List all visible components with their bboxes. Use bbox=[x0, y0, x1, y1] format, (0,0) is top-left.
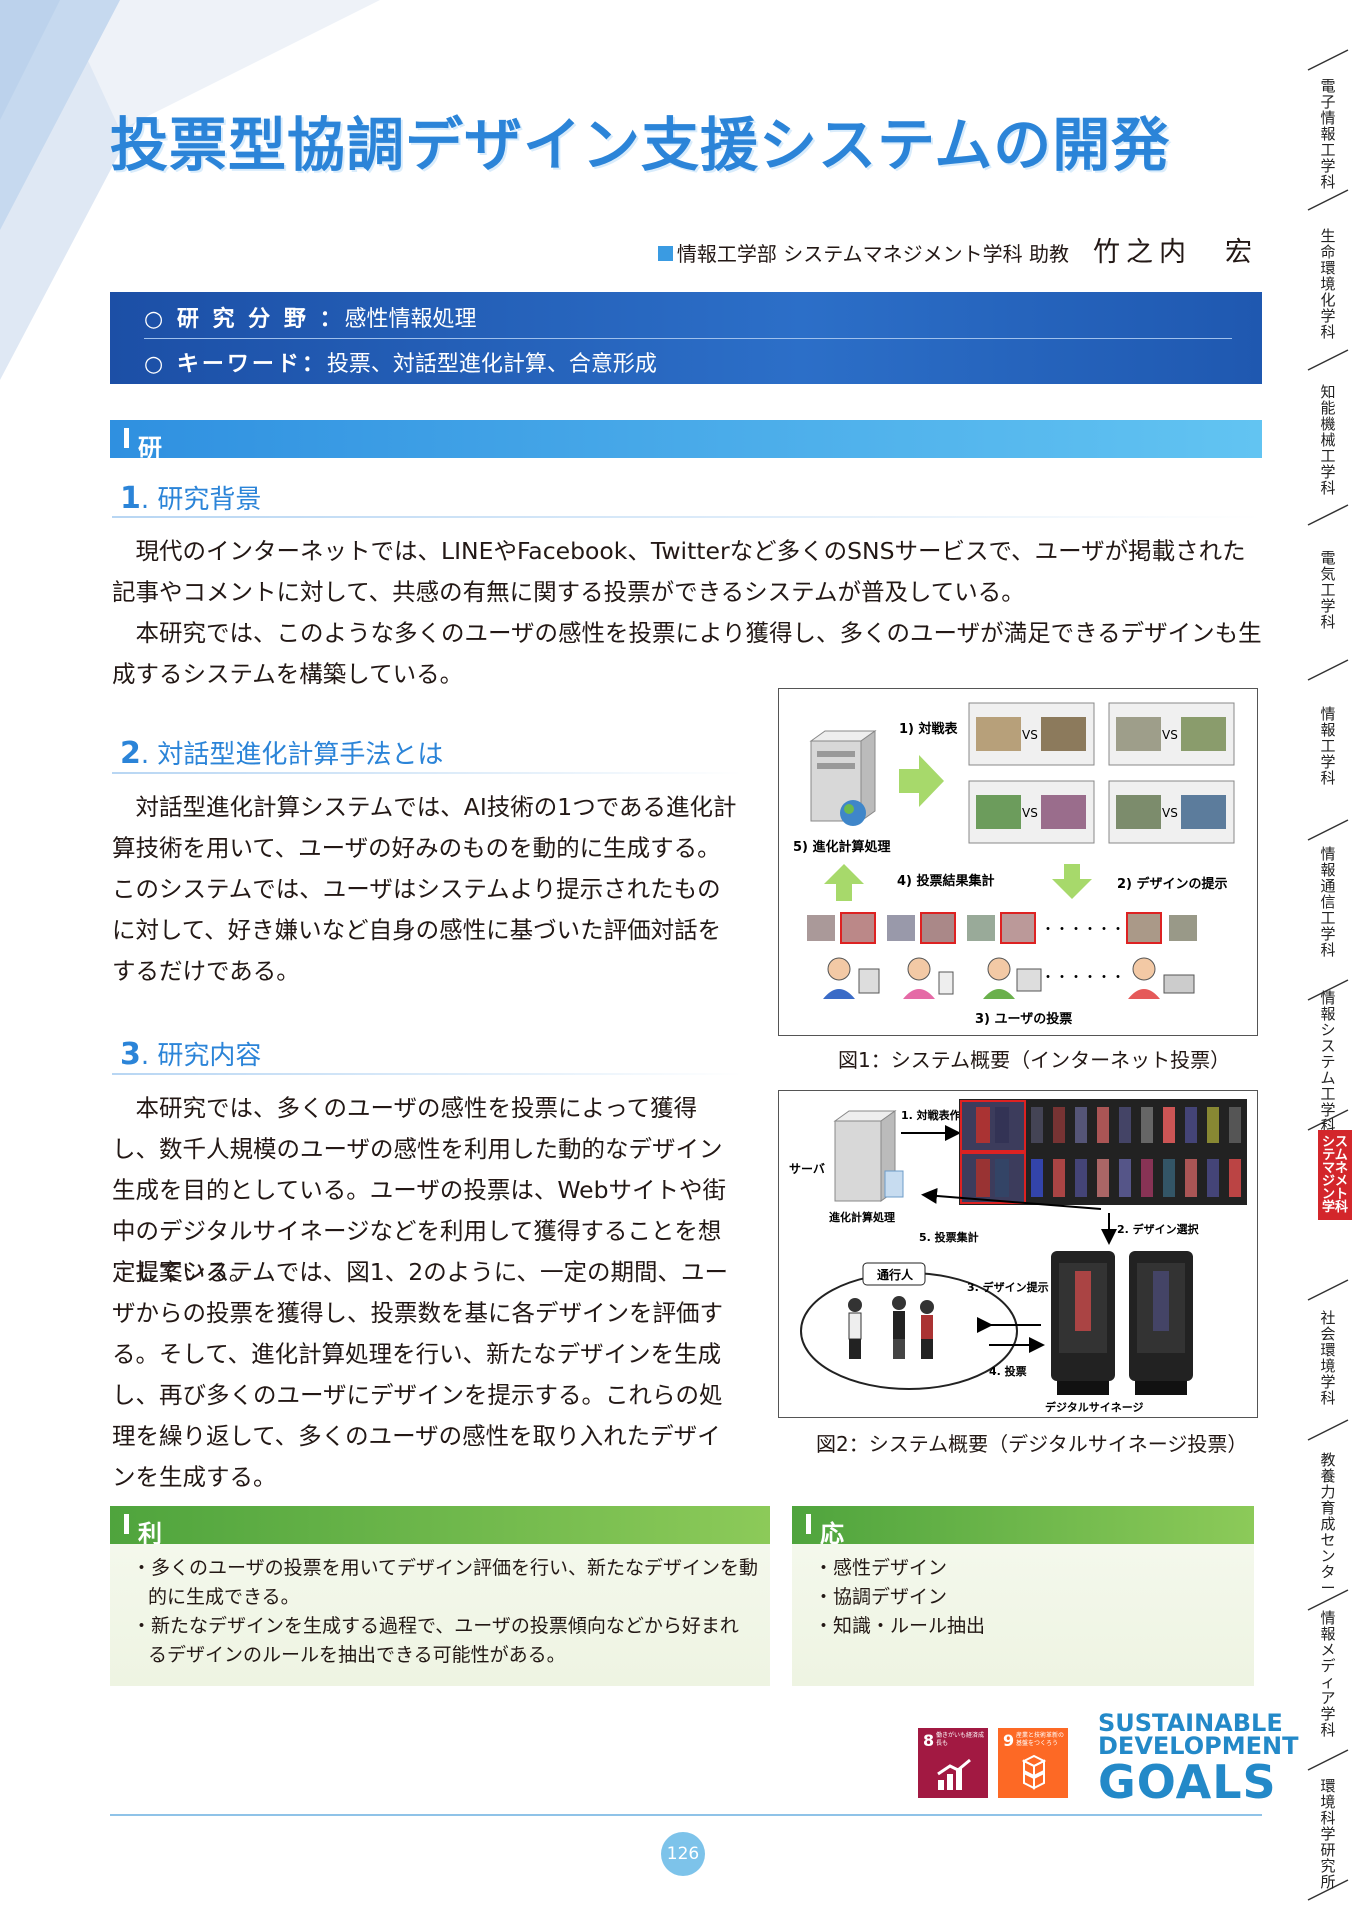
svg-text:VS: VS bbox=[1022, 806, 1038, 820]
svg-text:・・・・・・: ・・・・・・ bbox=[1041, 970, 1125, 986]
svg-text:3) ユーザの投票: 3) ユーザの投票 bbox=[975, 1011, 1072, 1027]
advantages-box: ・多くのユーザの投票を用いてデザイン評価を行い、新たなデザインを動 的に生成でき… bbox=[110, 1544, 770, 1686]
section-1-para-1: 現代のインターネットでは、LINEやFacebook、Twitterなど多くのS… bbox=[112, 537, 1246, 606]
application-item: ・感性デザイン bbox=[814, 1557, 948, 1579]
figure-1-caption: 図1：システム概要（インターネット投票） bbox=[838, 1048, 1231, 1072]
sdg-goal-9-icon: 9 産業と技術革新の基盤をつくろう bbox=[998, 1728, 1068, 1798]
applications-heading: 応用分野 bbox=[792, 1506, 1254, 1653]
research-info-box: ○ 研 究 分 野 ：感性情報処理 ○ キーワード：投票、対話型進化計算、合意形… bbox=[110, 292, 1262, 384]
section-3-heading: 3. 研究内容 bbox=[120, 1037, 262, 1072]
svg-text:VS: VS bbox=[1162, 728, 1178, 742]
advantage-line-4: るデザインのルールを抽出できる可能性がある。 bbox=[148, 1644, 566, 1666]
tab-electrical[interactable]: 電気工学科 bbox=[1320, 549, 1336, 631]
section-2-para-1: 対話型進化計算システムでは、AI技術の1つである進化計算技術を用いて、ユーザの好… bbox=[112, 793, 737, 985]
tab-info-communication[interactable]: 情報通信工学科 bbox=[1320, 845, 1336, 959]
page-title: 投票型協調デザイン支援システムの開発 bbox=[110, 111, 1171, 179]
svg-text:・・・・・・: ・・・・・・ bbox=[1041, 922, 1125, 938]
server-icon bbox=[809, 730, 877, 826]
advantages-heading: 利点特徴 bbox=[110, 1506, 770, 1653]
section-2-underline bbox=[112, 772, 742, 774]
tab-information[interactable]: 情報工学科 bbox=[1320, 705, 1336, 787]
svg-text:通行人: 通行人 bbox=[877, 1267, 914, 1282]
corner-decoration bbox=[0, 0, 380, 380]
info-divider bbox=[144, 338, 1232, 339]
department-index: 電子情報工学科 生命環境化学科 知能機械工学科 電気工学科 情報工学科 情報通信… bbox=[1288, 0, 1358, 1920]
index-dividers bbox=[1307, 49, 1349, 1901]
tab-life-environment[interactable]: 生命環境化学科 bbox=[1320, 227, 1336, 341]
svg-text:2. デザイン選択: 2. デザイン選択 bbox=[1117, 1222, 1200, 1236]
figure-1-diagram: VS VS VS VS 1) 対戦表 5) 進化計算処理 4) 投票結果集計 2… bbox=[793, 702, 1235, 1027]
vote-row bbox=[807, 912, 1197, 944]
svg-text:4. 投票: 4. 投票 bbox=[989, 1364, 1027, 1378]
figure-2: サーバ 進化計算処理 1. 対戦表作成 5. 投票集計 2. デザイン選択 bbox=[778, 1090, 1258, 1418]
svg-text:進化計算処理: 進化計算処理 bbox=[829, 1210, 895, 1224]
footer-rule bbox=[110, 1814, 1262, 1816]
figure-1: VS VS VS VS 1) 対戦表 5) 進化計算処理 4) 投票結果集計 2… bbox=[778, 688, 1258, 1036]
sdg-goal-8-icon: 8 働きがいも経済成長も bbox=[918, 1728, 988, 1798]
arrow-right-icon bbox=[899, 755, 944, 807]
svg-text:VS: VS bbox=[1022, 728, 1038, 742]
overview-heading: 研究概要 bbox=[110, 420, 1262, 567]
tab-electronic-info[interactable]: 電子情報工学科 bbox=[1320, 77, 1336, 191]
signage-icons bbox=[1051, 1251, 1193, 1395]
tab-liberal-arts-center[interactable]: 教養力育成センター bbox=[1320, 1451, 1336, 1597]
svg-text:VS: VS bbox=[1162, 806, 1178, 820]
author-line: 情報工学部 システムマネジメント学科 助教 竹之内 宏 bbox=[657, 230, 1258, 269]
application-item: ・知識・ルール抽出 bbox=[814, 1615, 986, 1637]
sdgs-logo: SUSTAINABLE DEVELOPMENT GOALS bbox=[1098, 1709, 1299, 1809]
tab-info-systems[interactable]: 情報システム工学科 bbox=[1320, 989, 1336, 1135]
user-icons bbox=[823, 957, 1195, 999]
tab-environmental-science[interactable]: 環境科学研究所 bbox=[1320, 1777, 1336, 1891]
svg-text:1. 対戦表作成: 1. 対戦表作成 bbox=[901, 1108, 972, 1122]
keyword-row: ○ キーワード：投票、対話型進化計算、合意形成 bbox=[144, 352, 657, 377]
svg-text:サーバ: サーバ bbox=[789, 1162, 825, 1176]
tab-social-environment[interactable]: 社会環境学科 bbox=[1320, 1309, 1336, 1407]
arrow-down-icon bbox=[1052, 864, 1092, 899]
field-row: ○ 研 究 分 野 ：感性情報処理 bbox=[144, 307, 477, 332]
figure-2-caption: 図2：システム概要（デジタルサイネージ投票） bbox=[816, 1432, 1248, 1456]
svg-text:1) 対戦表: 1) 対戦表 bbox=[899, 721, 959, 737]
passers-label-box bbox=[862, 1262, 926, 1286]
design-pairs bbox=[968, 702, 1235, 844]
advantage-line-2: 的に生成できる。 bbox=[148, 1586, 300, 1608]
page-number: 126 bbox=[661, 1832, 705, 1876]
svg-text:5) 進化計算処理: 5) 進化計算処理 bbox=[793, 839, 891, 855]
section-3-underline bbox=[112, 1073, 742, 1075]
svg-text:デジタルサイネージ: デジタルサイネージ bbox=[1045, 1400, 1144, 1414]
tab-information-media[interactable]: 情報メディア学科 bbox=[1320, 1609, 1336, 1739]
arrow-up-icon bbox=[824, 864, 864, 901]
tab-system-management[interactable]: システムマネジメント学科 bbox=[1318, 1130, 1352, 1220]
section-1-para-2: 本研究では、このような多くのユーザの感性を投票により獲得し、多くのユーザが満足で… bbox=[112, 619, 1262, 688]
author-affiliation: 情報工学部 システムマネジメント学科 助教 bbox=[657, 238, 1069, 267]
svg-text:4) 投票結果集計: 4) 投票結果集計 bbox=[897, 873, 995, 889]
tab-intelligent-mechanical[interactable]: 知能機械工学科 bbox=[1320, 383, 1336, 497]
design-grid bbox=[959, 1099, 1247, 1205]
section-1-heading: 1. 研究背景 bbox=[120, 481, 262, 516]
applications-box: ・感性デザイン ・協調デザイン ・知識・ルール抽出 bbox=[792, 1544, 1254, 1686]
people-icons bbox=[848, 1296, 934, 1359]
svg-text:3. デザイン提示: 3. デザイン提示 bbox=[967, 1280, 1049, 1294]
section-3-para-2: 提案システムでは、図1、2のように、一定の期間、ユーザからの投票を獲得し、投票数… bbox=[112, 1258, 728, 1491]
server-icon bbox=[833, 1110, 904, 1202]
application-item: ・協調デザイン bbox=[814, 1586, 948, 1608]
author-name: 竹之内 宏 bbox=[1093, 237, 1258, 268]
figure-2-diagram: サーバ 進化計算処理 1. 対戦表作成 5. 投票集計 2. デザイン選択 bbox=[789, 1099, 1247, 1414]
advantage-line-3: ・新たなデザインを生成する過程で、ユーザの投票傾向などから好まれ bbox=[132, 1615, 739, 1637]
svg-text:2) デザインの提示: 2) デザインの提示 bbox=[1117, 876, 1228, 892]
advantage-line-1: ・多くのユーザの投票を用いてデザイン評価を行い、新たなデザインを動 bbox=[132, 1557, 759, 1579]
section-1-underline bbox=[112, 516, 1262, 518]
section-3-para-1: 本研究では、多くのユーザの感性を投票によって獲得し、数千人規模のユーザの感性を利… bbox=[112, 1094, 727, 1286]
section-2-heading: 2. 対話型進化計算手法とは bbox=[120, 736, 444, 771]
svg-text:5. 投票集計: 5. 投票集計 bbox=[919, 1230, 979, 1244]
square-icon bbox=[657, 246, 673, 261]
